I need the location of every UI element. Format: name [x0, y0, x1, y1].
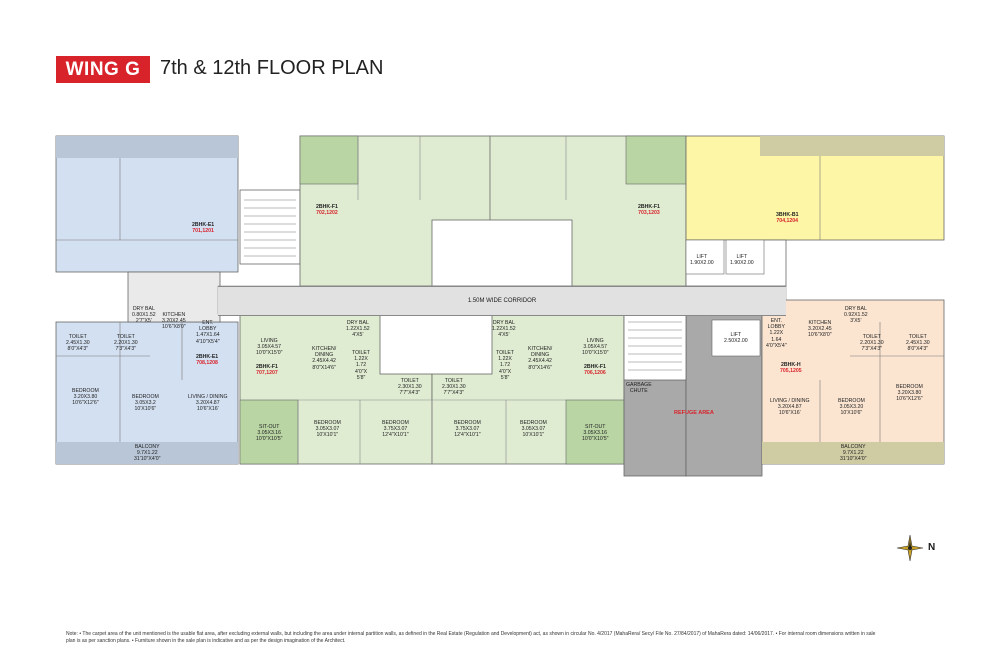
unit-1205-area	[761, 299, 945, 465]
top-sitout-right	[625, 135, 687, 185]
bottom-sitout-right	[565, 399, 625, 465]
right-balcony-strip	[762, 442, 944, 464]
page-title: 7th & 12th FLOOR PLAN	[160, 57, 384, 79]
compass-rose-icon	[896, 534, 924, 562]
top-lightwell	[431, 219, 573, 287]
lift-2	[725, 239, 765, 275]
wing-badge: WING G	[56, 56, 150, 83]
top-sitout-left	[299, 135, 359, 185]
footnote-line-1: Note: • The carpet area of the unit ment…	[66, 631, 876, 637]
left-top-strip	[56, 136, 238, 158]
stair-left	[239, 189, 301, 265]
footnote: Note: • The carpet area of the unit ment…	[66, 631, 946, 645]
bottom-lightwell	[379, 313, 493, 375]
lift-3	[711, 319, 761, 357]
left-balcony-strip	[56, 442, 238, 464]
unit-1208-area	[55, 321, 239, 465]
refuge-area-label: REFUGE AREA	[674, 410, 714, 416]
lift-1	[685, 239, 725, 275]
right-top-strip	[760, 136, 944, 156]
footnote-line-2: plan is as per sanction plans. • Furnitu…	[66, 638, 346, 644]
north-label: N	[928, 542, 936, 553]
corridor-label: 1.50M WIDE CORRIDOR	[218, 286, 786, 316]
unit-1201-area	[55, 135, 239, 273]
